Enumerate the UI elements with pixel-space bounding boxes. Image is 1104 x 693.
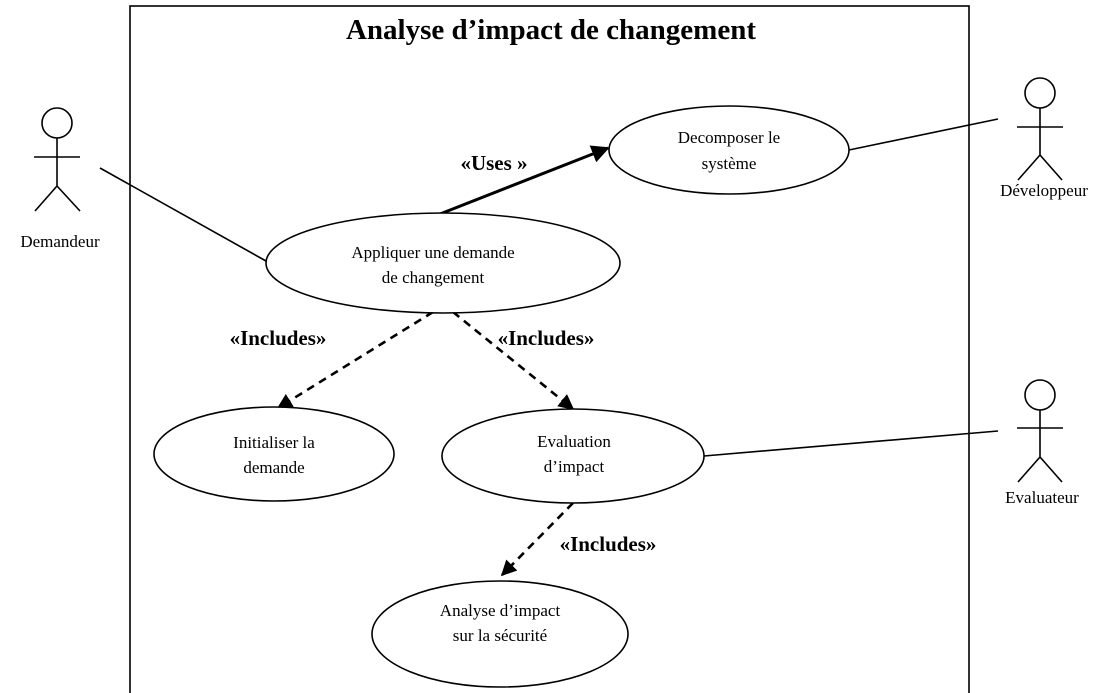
use-case-appliquer[interactable]: Appliquer une demande de changement: [265, 212, 621, 314]
use-case-initialiser[interactable]: Initialiser la demande: [153, 406, 395, 502]
actor-evaluateur[interactable]: Evaluateur: [1005, 379, 1079, 507]
actor-developpeur[interactable]: Développeur: [1000, 77, 1088, 200]
use-case-label-line-1: Decomposer le: [678, 128, 780, 147]
use-case-label-line-2: système: [702, 154, 757, 173]
actor-demandeur[interactable]: Demandeur: [20, 107, 100, 251]
actor-label-demandeur: Demandeur: [20, 232, 100, 251]
label-includes-securite: «Includes»: [560, 532, 657, 556]
includes-arrow-initialiser: [276, 310, 434, 410]
use-case-label-line-1: Analyse d’impact: [440, 601, 561, 620]
association-demandeur-appliquer: [99, 167, 267, 262]
use-case-decomposer[interactable]: Decomposer le système: [608, 105, 850, 195]
includes-arrow-securite: [500, 502, 574, 577]
use-case-label-line-2: sur la sécurité: [453, 626, 547, 645]
use-case-label-line-2: de changement: [382, 268, 485, 287]
use-case-label-line-2: d’impact: [544, 457, 605, 476]
actor-label-evaluateur: Evaluateur: [1005, 488, 1079, 507]
system-boundary: [129, 5, 970, 693]
stick-figure-icon: [34, 107, 81, 212]
use-case-label-line-1: Appliquer une demande: [351, 243, 514, 262]
label-uses: «Uses »: [460, 151, 527, 175]
use-case-label-line-1: Initialiser la: [233, 433, 315, 452]
use-case-analyse-securite[interactable]: Analyse d’impact sur la sécurité: [371, 580, 629, 688]
association-decomposer-developpeur: [848, 118, 999, 151]
label-includes-evaluation: «Includes»: [498, 326, 595, 350]
stick-figure-icon: [1017, 379, 1063, 483]
includes-arrow-evaluation: [452, 310, 575, 411]
use-case-evaluation[interactable]: Evaluation d’impact: [441, 408, 705, 504]
label-includes-initialiser: «Includes»: [230, 326, 327, 350]
stick-figure-icon: [1017, 77, 1063, 181]
uses-arrow: [439, 145, 610, 216]
use-case-label-line-2: demande: [243, 458, 304, 477]
actor-label-developpeur: Développeur: [1000, 181, 1088, 200]
use-case-label-line-1: Evaluation: [537, 432, 611, 451]
association-evaluation-evaluateur: [703, 430, 999, 457]
system-title: Analyse d’impact de changement: [346, 14, 756, 46]
